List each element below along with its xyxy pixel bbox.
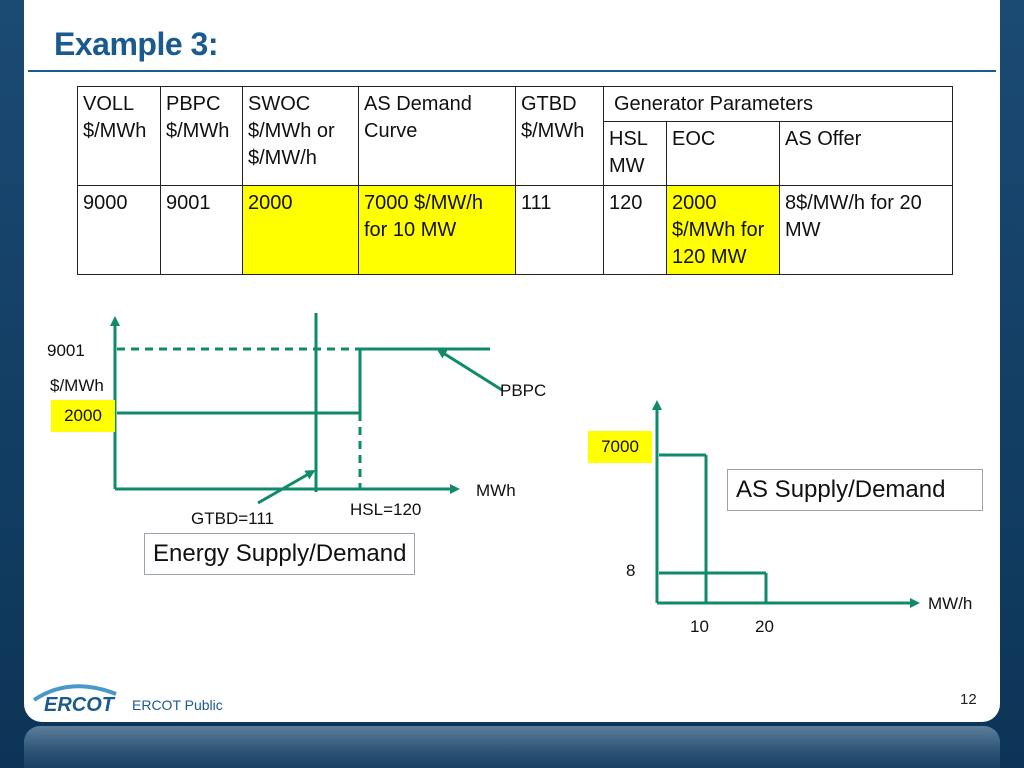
as-x-10-label: 10 bbox=[690, 617, 709, 636]
energy-y-unit-label: $/MWh bbox=[50, 376, 104, 395]
as-y-7000-label: 7000 bbox=[588, 431, 652, 463]
energy-chart-caption: Energy Supply/Demand bbox=[144, 533, 416, 575]
energy-y-9001-label: 9001 bbox=[47, 341, 85, 360]
page-number: 12 bbox=[960, 691, 977, 708]
header-as-offer: AS Offer bbox=[779, 121, 953, 186]
gtbd-pointer-arrow bbox=[257, 470, 316, 505]
parameters-table: VOLL$/MWh PBPC$/MWh SWOC$/MWh or$/MW/h A… bbox=[77, 85, 953, 275]
ercot-logo: ERCOT bbox=[32, 684, 117, 716]
footer-label: ERCOT Public bbox=[132, 697, 223, 713]
as-x-unit-label: MW/h bbox=[928, 594, 973, 613]
energy-x-unit-label: MWh bbox=[476, 481, 516, 500]
slide: Example 3: VOLL$/MWh PBPC$/MWh SWOC$/MWh… bbox=[24, 0, 1000, 722]
gtbd-label: GTBD=111 bbox=[191, 509, 274, 528]
hsl-label: HSL=120 bbox=[350, 500, 422, 519]
header-swoc: SWOC$/MWh or$/MW/h bbox=[242, 86, 359, 186]
slide-title: Example 3: bbox=[54, 26, 218, 62]
energy-y-2000-label: 2000 bbox=[51, 400, 115, 432]
header-voll: VOLL$/MWh bbox=[77, 86, 161, 186]
svg-text:ERCOT: ERCOT bbox=[44, 694, 116, 716]
header-pbpc: PBPC$/MWh bbox=[160, 86, 243, 186]
header-eoc: EOC bbox=[666, 121, 780, 186]
as-chart-caption: AS Supply/Demand bbox=[727, 469, 983, 511]
pbpc-pointer-arrow bbox=[436, 348, 503, 392]
header-gtbd: GTBD$/MWh bbox=[515, 86, 604, 186]
energy-chart bbox=[110, 313, 503, 505]
supply-demand-diagrams bbox=[110, 313, 920, 608]
cell-swoc: 2000 bbox=[242, 185, 359, 275]
cell-gtbd: 111 bbox=[515, 185, 604, 275]
as-chart bbox=[652, 400, 920, 608]
title-divider bbox=[28, 70, 996, 72]
bottom-bar bbox=[24, 726, 1000, 768]
as-y-8-label: 8 bbox=[626, 561, 636, 580]
as-x-20-label: 20 bbox=[755, 617, 774, 636]
cell-pbpc: 9001 bbox=[160, 185, 243, 275]
header-generator-parameters: Generator Parameters bbox=[603, 85, 953, 123]
cell-hsl: 120 bbox=[603, 185, 667, 275]
pbpc-label: PBPC bbox=[500, 381, 547, 400]
